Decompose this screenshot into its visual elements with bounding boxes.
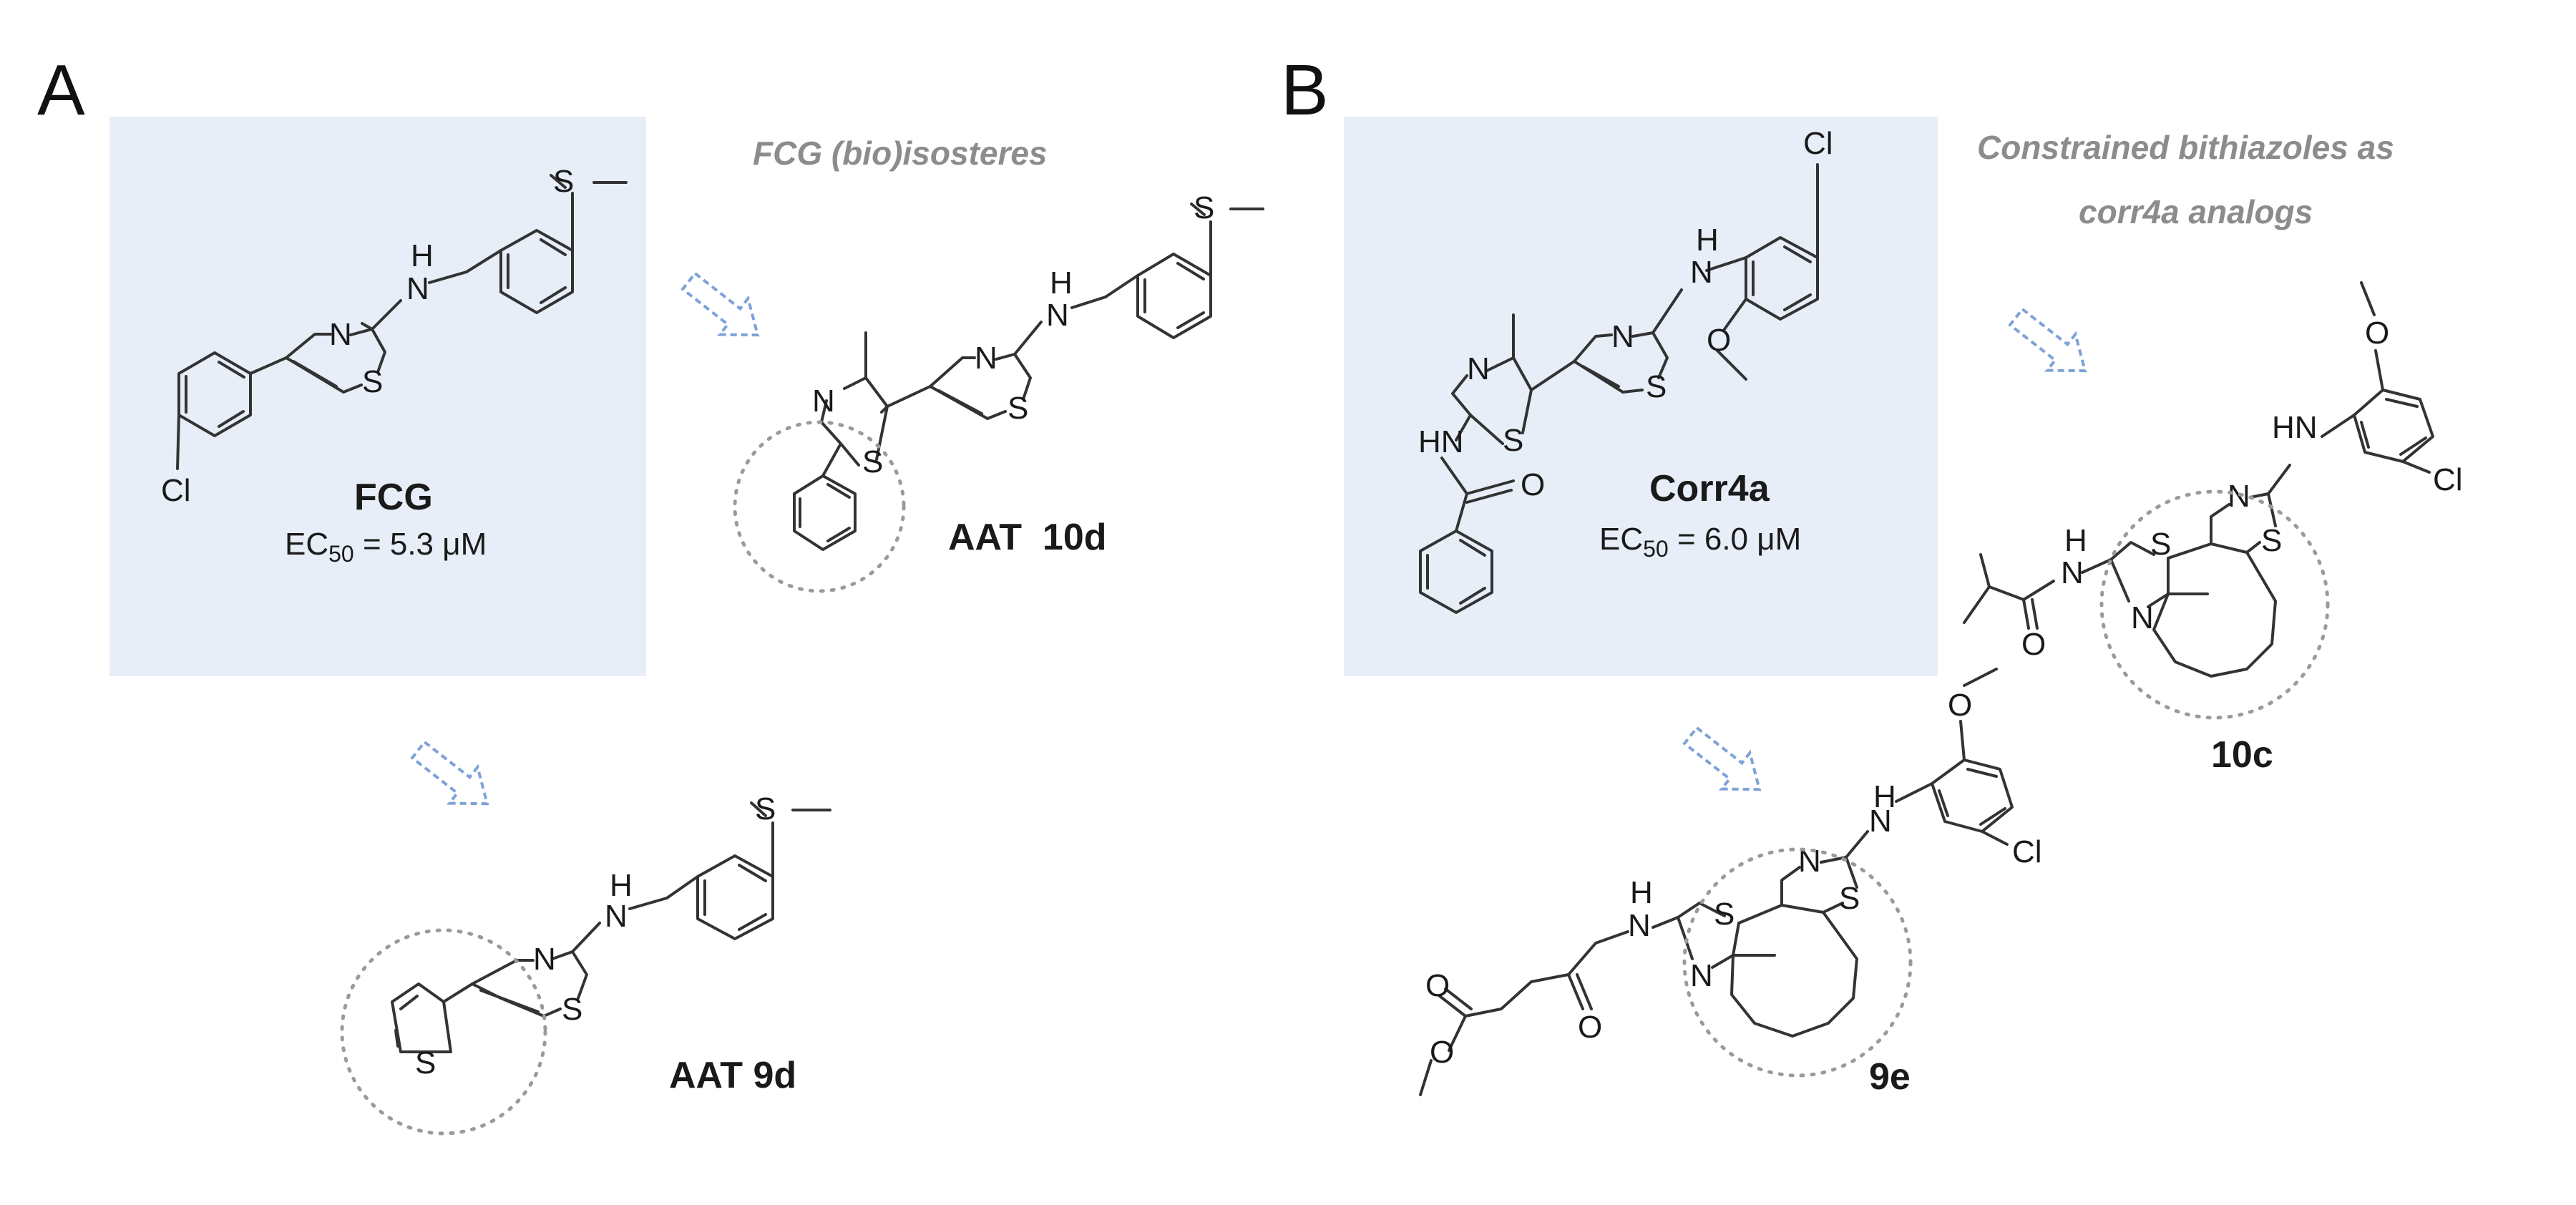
aat9d-thiophene-highlight (340, 928, 547, 1136)
aat9d-structure: S N S H N S (340, 791, 831, 1136)
aat10d-h-atom: H (1050, 265, 1073, 301)
aat10d-s2-atom: S (1008, 391, 1028, 426)
fcg-s-atom: S (362, 364, 383, 399)
fcg-ec50: EC50 = 5.3 μM (285, 527, 487, 567)
aat10d-s1-atom: S (862, 444, 883, 479)
fcg-cl-atom: Cl (161, 473, 191, 508)
corr4a-hn-atom: HN (1418, 424, 1464, 459)
10c-cl-atom: Cl (2433, 462, 2463, 497)
aat10d-structure: N S N S H N S (733, 190, 1264, 593)
aat10d-nh-n-atom: N (1046, 298, 1069, 333)
arrow-to-aat9d (410, 740, 489, 806)
corr4a-nh-n-atom: N (1690, 255, 1713, 290)
9e-s1-atom: S (1714, 897, 1735, 932)
panel-letter-a: A (37, 50, 85, 130)
9e-s2-atom: S (1839, 881, 1860, 916)
9e-h-atom: H (1630, 875, 1653, 910)
arrow-to-aat10d (680, 271, 760, 337)
corr4a-label: Corr4a (1649, 468, 1770, 509)
10c-label: 10c (2211, 734, 2273, 776)
fcg-n-atom: N (329, 317, 352, 352)
arrow-to-10c (2008, 307, 2087, 373)
aat9d-sme-s-atom: S (755, 791, 776, 826)
10c-h-atom: H (2064, 523, 2087, 558)
9e-ring-highlight (1682, 847, 1913, 1078)
arrow-to-9e (1682, 726, 1762, 791)
constrained-title-line2: corr4a analogs (2079, 193, 2313, 230)
fcg-nh-n-atom: N (406, 271, 429, 306)
10c-s2-atom: S (2261, 523, 2282, 558)
corr4a-s1-atom: S (1503, 423, 1523, 458)
10c-o-atom: O (2021, 627, 2046, 662)
fcg-highlight-box (109, 117, 646, 676)
9e-n1-atom: N (1690, 958, 1713, 993)
aat9d-nh-n-atom: N (605, 899, 628, 934)
aat9d-h-atom: H (610, 868, 633, 903)
9e-cl-atom: Cl (2012, 834, 2042, 869)
9e-carbonyl-o1-atom: O (1425, 968, 1450, 1003)
corr4a-s2-atom: S (1646, 369, 1667, 404)
constrained-title-line1: Constrained bithiazoles as (1977, 129, 2394, 166)
10c-ring-highlight (2099, 489, 2330, 720)
9e-carbonyl-o2-atom: O (1578, 1010, 1602, 1045)
fcg-label: FCG (354, 477, 433, 518)
10c-n2-atom: N (2228, 479, 2250, 514)
corr4a-h-atom: H (1696, 223, 1719, 258)
10c-s1-atom: S (2150, 527, 2171, 562)
corr4a-structure: HN O N S N S H N Cl O (1418, 126, 1833, 614)
fcg-h-atom: H (411, 238, 434, 273)
aat9d-label: AAT 9d (669, 1055, 796, 1096)
10c-structure: H N O S N N S HN Cl O (1963, 281, 2463, 720)
corr4a-n1-atom: N (1467, 351, 1490, 386)
9e-structure: O O O H N S N N S H N Cl O (1419, 668, 2042, 1096)
9e-ome-o-atom: O (1948, 688, 1972, 723)
aat10d-n2-atom: N (975, 341, 997, 376)
10c-hn-atom: HN (2272, 410, 2318, 445)
corr4a-ome-o-atom: O (1707, 323, 1731, 358)
9e-h2-atom: H (1873, 779, 1896, 814)
aat10d-n1-atom: N (812, 384, 835, 419)
aat9d-n-atom: N (533, 942, 556, 977)
9e-nh-n-atom: N (1628, 908, 1651, 943)
aat10d-sme-s-atom: S (1194, 190, 1214, 225)
9e-ester-o-atom: O (1430, 1035, 1454, 1070)
aat10d-phenyl-highlight (733, 420, 906, 593)
aat9d-s-atom: S (562, 992, 582, 1027)
corr4a-ec50: EC50 = 6.0 μM (1599, 522, 1801, 562)
corr4a-cl-atom: Cl (1803, 126, 1833, 161)
10c-n1-atom: N (2131, 600, 2154, 635)
10c-nh-n-atom: N (2061, 555, 2084, 590)
corr4a-o-atom: O (1521, 467, 1545, 502)
panel-letter-b: B (1281, 50, 1329, 130)
bioisosteres-title: FCG (bio)isosteres (753, 135, 1048, 172)
corr4a-highlight-box (1344, 117, 1938, 676)
10c-ome-o-atom: O (2365, 316, 2389, 351)
fcg-sme-s-atom: S (553, 164, 574, 199)
fcg-structure: N S H N S Cl (161, 164, 628, 508)
aat9d-thiophene-s-atom: S (415, 1045, 436, 1080)
9e-label: 9e (1869, 1056, 1911, 1098)
9e-nh2-n-atom: N (1869, 804, 1892, 839)
aat10d-label: AAT 10d (948, 517, 1107, 558)
corr4a-n2-atom: N (1611, 319, 1634, 354)
